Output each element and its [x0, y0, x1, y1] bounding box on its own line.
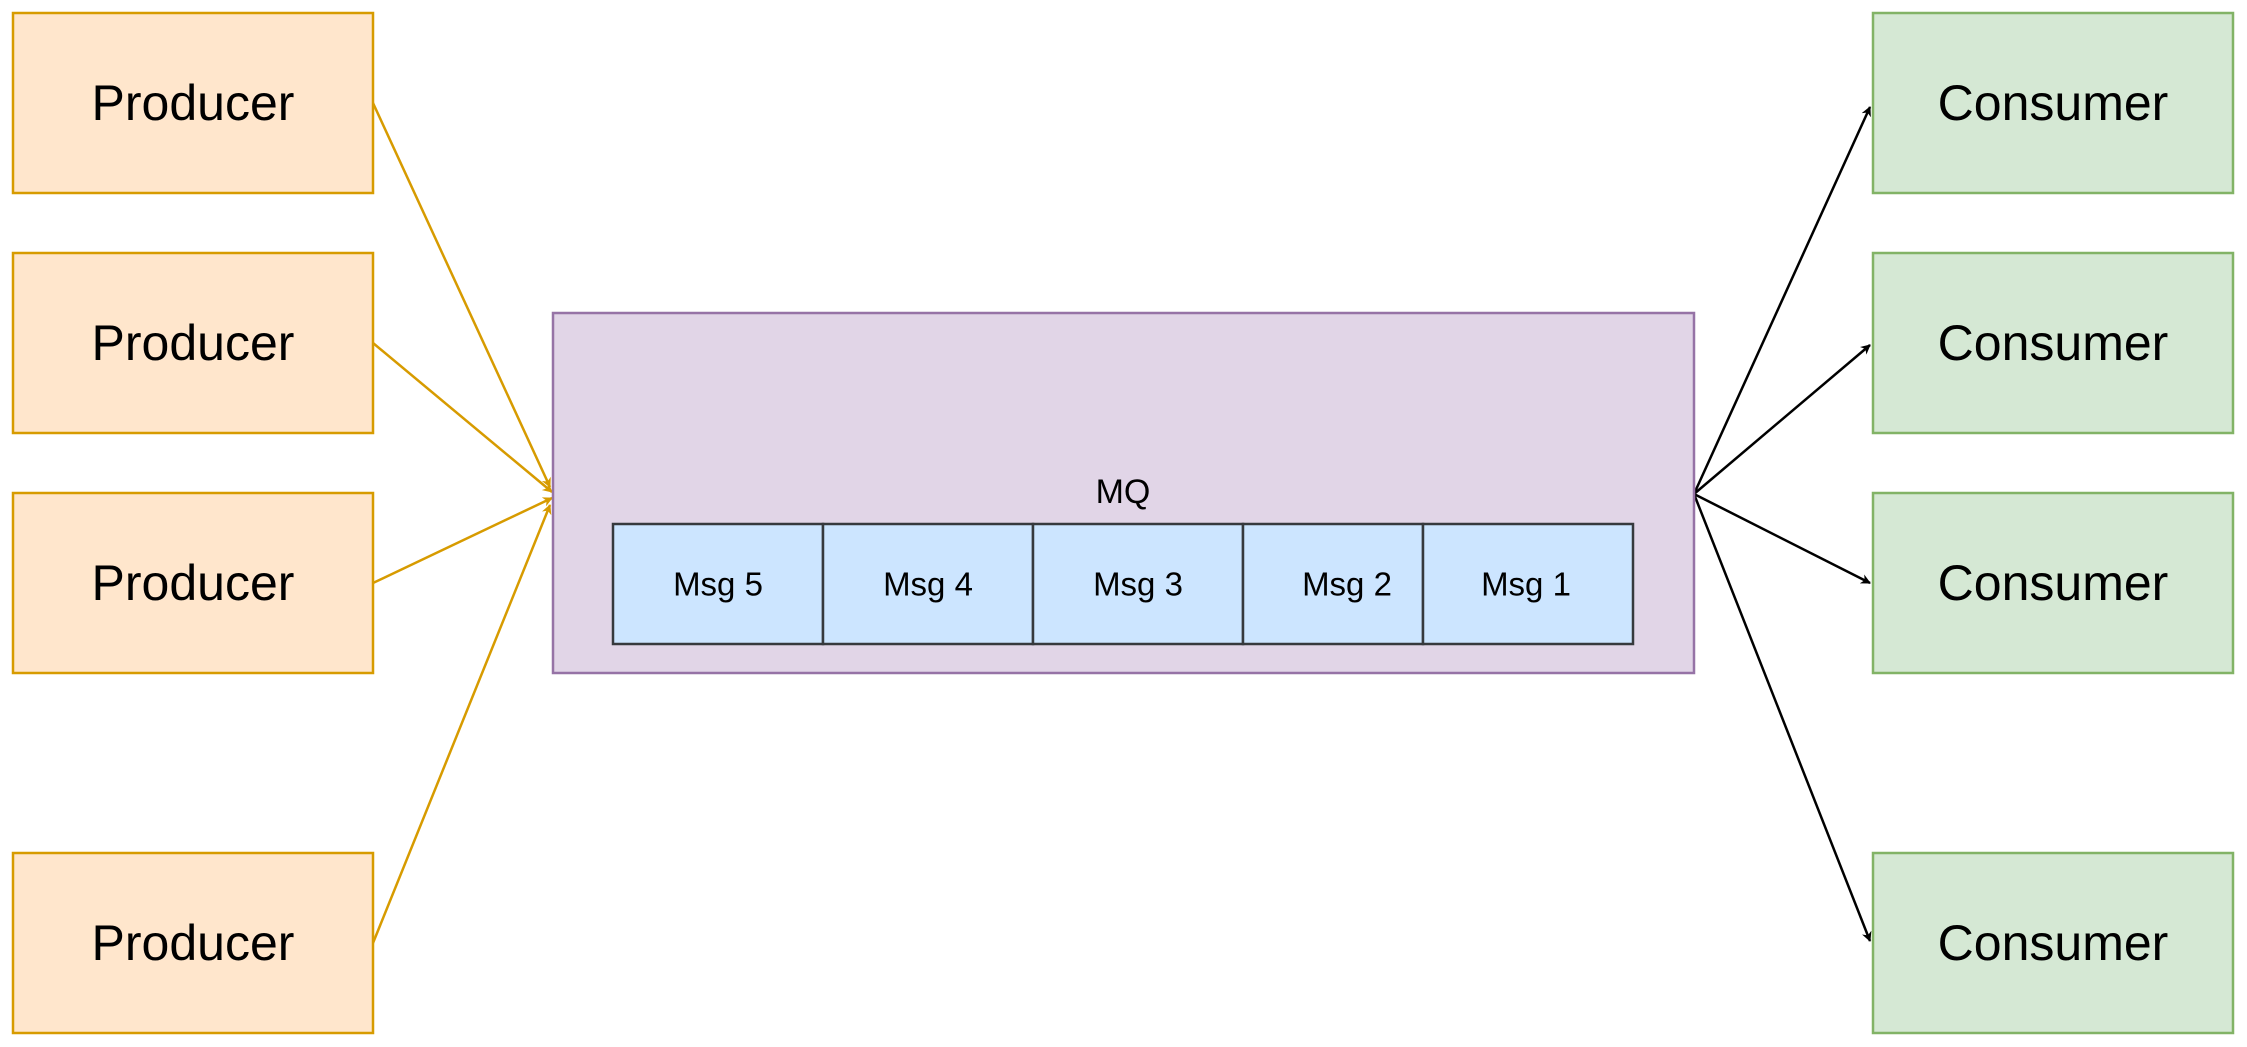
- mq-to-consumer-2-arrow: [1693, 344, 1871, 495]
- producer-edges: [371, 102, 553, 944]
- message-label: Msg 3: [1093, 566, 1183, 603]
- producer-4[interactable]: Producer: [11, 851, 375, 1035]
- mq-label: MQ: [1096, 473, 1151, 511]
- message-box: [611, 522, 825, 646]
- message-label: Msg 2: [1302, 566, 1392, 603]
- consumer-2-box: [1871, 251, 2235, 435]
- consumer-4-box: [1871, 851, 2235, 1035]
- message-box: [1241, 522, 1425, 646]
- consumer-1-label: Consumer: [1938, 75, 2169, 131]
- message-box: [1421, 522, 1635, 646]
- producer-4-box: [11, 851, 375, 1035]
- consumer-3-box: [1871, 491, 2235, 675]
- message-label: Msg 4: [883, 566, 973, 603]
- message-queue: Msg 5 Msg 4 Msg 3 Msg 2 Msg 1: [611, 522, 1635, 646]
- producer-3-box: [11, 491, 375, 675]
- message-item[interactable]: Msg 2: [1241, 522, 1425, 646]
- producer-2[interactable]: Producer: [11, 251, 375, 435]
- mq-to-consumer-4-arrow: [1692, 493, 1872, 942]
- producer-2-box: [11, 251, 375, 435]
- consumer-2-label: Consumer: [1938, 315, 2169, 371]
- producer-3-to-mq-arrow: [372, 496, 553, 585]
- producer-3[interactable]: Producer: [11, 491, 375, 675]
- producer-2-label: Producer: [92, 315, 295, 371]
- message-item[interactable]: Msg 3: [1031, 522, 1245, 646]
- producer-3-label: Producer: [92, 555, 295, 611]
- consumer-1[interactable]: Consumer: [1871, 11, 2235, 195]
- message-label: Msg 5: [673, 566, 763, 603]
- producer-4-label: Producer: [92, 915, 295, 971]
- message-item[interactable]: Msg 5: [611, 522, 825, 646]
- consumer-4[interactable]: Consumer: [1871, 851, 2235, 1035]
- consumer-4-label: Consumer: [1938, 915, 2169, 971]
- producer-4-to-mq-arrow: [371, 504, 552, 944]
- message-item[interactable]: Msg 4: [821, 522, 1035, 646]
- mq-to-consumer-3-arrow: [1693, 492, 1871, 585]
- message-item[interactable]: Msg 1: [1421, 522, 1635, 646]
- producer-1-to-mq-arrow: [371, 102, 552, 488]
- mq-to-consumer-1-arrow: [1692, 106, 1872, 495]
- consumer-edges: [1692, 106, 1872, 942]
- mq-container[interactable]: MQ Msg 5 Msg 4 Msg 3 Msg 2 Msg 1: [551, 311, 1696, 675]
- consumer-2[interactable]: Consumer: [1871, 251, 2235, 435]
- consumer-3-label: Consumer: [1938, 555, 2169, 611]
- message-label: Msg 1: [1481, 566, 1571, 603]
- producer-1-label: Producer: [92, 75, 295, 131]
- producer-1-box: [11, 11, 375, 195]
- consumer-3[interactable]: Consumer: [1871, 491, 2235, 675]
- producer-2-to-mq-arrow: [372, 342, 553, 493]
- producer-1[interactable]: Producer: [11, 11, 375, 195]
- consumer-1-box: [1871, 11, 2235, 195]
